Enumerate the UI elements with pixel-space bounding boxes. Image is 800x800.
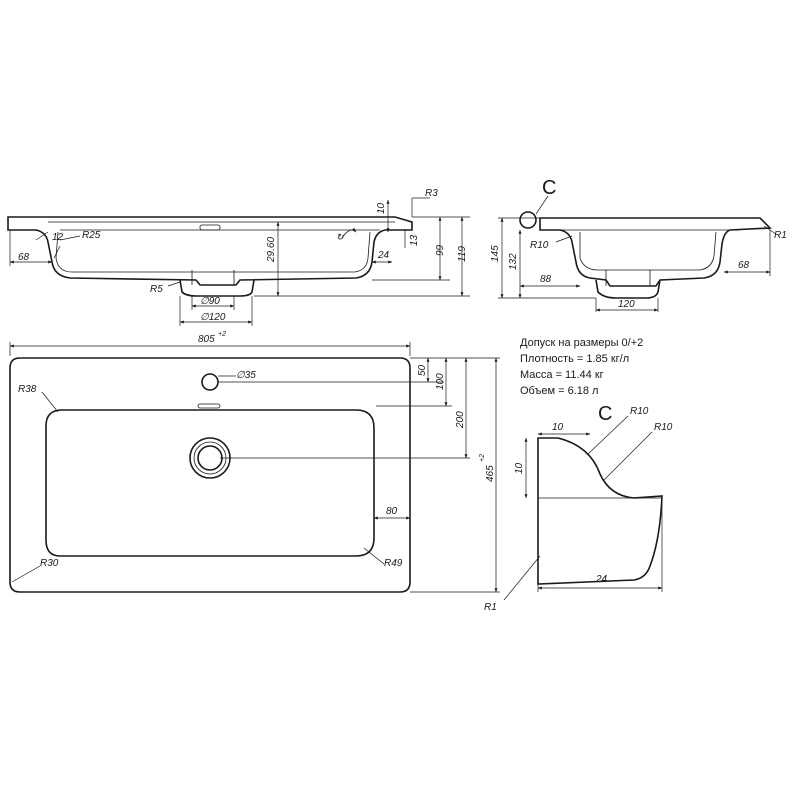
end-r1: R1 <box>774 230 787 241</box>
plan-d80: 80 <box>386 506 398 517</box>
side-view: ↻ R3 10 13 24 99 119 12 R25 68 R5 29.60 … <box>7 188 470 326</box>
detail-r10b: R10 <box>654 422 673 433</box>
note-line-1: Допуск на размеры 0/+2 <box>520 337 643 349</box>
side-r3: R3 <box>425 188 438 199</box>
side-phi90: ∅90 <box>200 296 220 307</box>
end-d145: 145 <box>490 245 501 262</box>
end-d88: 88 <box>540 274 552 285</box>
side-d10: 10 <box>376 202 387 214</box>
plan-d805-tol: +2 <box>218 331 226 338</box>
side-arrow-glyph: ↻ <box>336 232 344 242</box>
plan-d100: 100 <box>435 373 446 390</box>
drain-inner <box>197 445 223 471</box>
side-d12: 12 <box>52 232 64 243</box>
side-r25: R25 <box>82 230 101 241</box>
side-d24: 24 <box>377 250 390 261</box>
side-d119: 119 <box>457 246 468 262</box>
detail-callout-c: C <box>598 403 612 425</box>
end-d68: 68 <box>738 260 750 271</box>
detail-d10a: 10 <box>552 422 564 433</box>
note-line-2: Плотность = 1.85 кг/л <box>520 353 629 365</box>
plan-r1: R1 <box>484 602 497 613</box>
plan-d465: 465 <box>485 465 496 482</box>
plan-d50: 50 <box>417 364 428 376</box>
end-d120: 120 <box>618 299 635 310</box>
plan-r30: R30 <box>40 558 59 569</box>
plan-d200: 200 <box>455 411 466 429</box>
side-r5: R5 <box>150 284 163 295</box>
tap-hole <box>201 373 219 391</box>
side-d99: 99 <box>435 244 446 256</box>
side-d68: 68 <box>18 252 30 263</box>
plan-d805: 805 <box>198 334 215 345</box>
plan-view: 805 +2 ∅35 R38 50 100 200 465 +2 80 R30 … <box>9 331 541 613</box>
plan-r49: R49 <box>384 558 403 569</box>
side-d29-60: 29.60 <box>266 237 277 263</box>
end-r10: R10 <box>530 240 549 251</box>
detail-view: C 10 10 R10 R10 24 <box>514 403 673 592</box>
plan-view-outline <box>9 357 411 593</box>
plan-r38: R38 <box>18 384 37 395</box>
detail-r10a: R10 <box>630 406 649 417</box>
note-line-3: Масса = 11.44 кг <box>520 369 604 381</box>
end-callout-c: C <box>542 177 556 199</box>
plan-phi35: ∅35 <box>236 370 256 381</box>
end-d132: 132 <box>508 253 519 270</box>
detail-profile <box>537 437 663 585</box>
side-phi120: ∅120 <box>200 312 226 323</box>
detail-d10b: 10 <box>514 462 525 474</box>
end-view-outline <box>539 217 772 287</box>
detail-d24: 24 <box>595 574 608 585</box>
note-line-4: Объем = 6.18 л <box>520 385 598 397</box>
side-d13: 13 <box>409 234 420 246</box>
notes-block: Допуск на размеры 0/+2 Плотность = 1.85 … <box>520 337 643 397</box>
end-view: C 145 132 R10 88 120 R1 68 <box>490 177 787 312</box>
plan-d465-tol: +2 <box>479 454 486 462</box>
side-view-outline <box>7 216 413 286</box>
plan-basin-outline <box>45 409 375 557</box>
